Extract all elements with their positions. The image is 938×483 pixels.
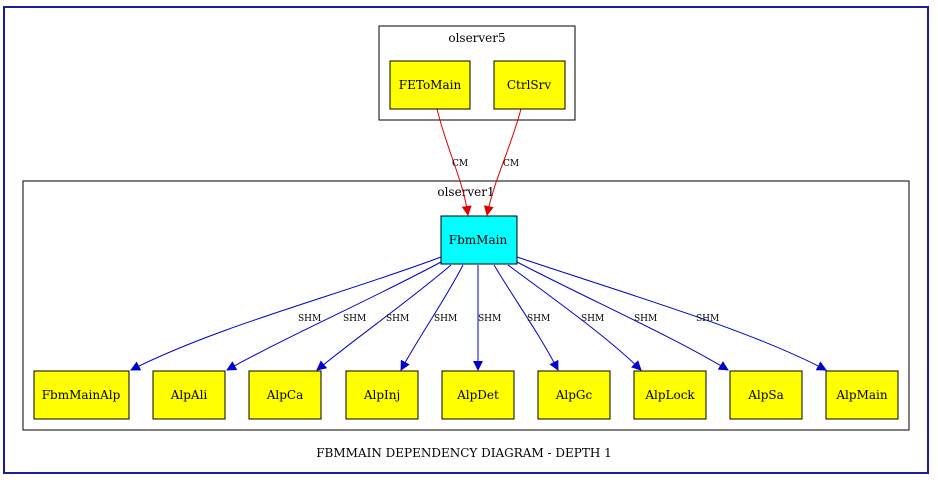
node-fbmmain-label: FbmMain [449,233,508,247]
node-ctrlsrv[interactable]: CtrlSrv [493,60,566,110]
node-ctrlsrv-box [493,60,566,110]
edge-label-fbmmain-alpmain: SHM [696,314,719,324]
node-alpali-label: AlpAli [170,388,208,402]
edge-label-ctrlsrv-fbmmain: CM [503,159,519,169]
edges: CM CM SHM SHM SHM SHM SHM SHM SHM SHM SH… [130,108,827,371]
node-alpgc-label: AlpGc [555,388,593,402]
node-alpali[interactable]: AlpAli [152,370,226,420]
cluster-olserver5-box [378,25,576,121]
edge-label-fbmmain-alpinj: SHM [434,314,457,324]
edge-ctrlsrv-fbmmain [483,108,522,216]
edge-label-fbmmain-alplock: SHM [581,314,604,324]
node-alpdet-box [441,370,515,420]
edge-label-fbmmain-fbmmainalp: SHM [298,314,321,324]
edge-label-fbmmain-alpdet: SHM [478,314,501,324]
node-alpgc-box [537,370,611,420]
edge-label-fbmmain-alpgc: SHM [527,314,550,324]
edge-fbmmain-alpinj [400,264,464,371]
node-fetomain-label: FEToMain [399,78,462,92]
node-fbmmain[interactable]: FbmMain [440,215,518,265]
edge-fbmmain-alpmain [516,256,827,371]
node-alpinj-box [345,370,419,420]
node-alpmain-label: AlpMain [835,388,887,402]
node-alpmain[interactable]: AlpMain [825,370,899,420]
cluster-olserver1-box [22,180,910,431]
node-alpinj[interactable]: AlpInj [345,370,419,420]
edge-fbmmain-alpgc [493,264,559,371]
edge-label-fbmmain-alpca: SHM [386,314,409,324]
edge-fbmmain-alpsa [516,261,729,371]
node-alpinj-label: AlpInj [363,388,400,402]
node-fbmmainalp-box [33,370,130,420]
node-fbmmain-box [440,215,518,265]
diagram-caption: FBMMAIN DEPENDENCY DIAGRAM - DEPTH 1 [316,446,612,460]
nodes: FEToMain CtrlSrv FbmMain FbmMainAlp AlpA… [33,60,899,420]
node-alpdet-label: AlpDet [456,388,499,402]
cluster-olserver1-label: olserver1 [437,185,494,199]
node-alpsa-box [729,370,803,420]
node-alpgc[interactable]: AlpGc [537,370,611,420]
cluster-olserver5-label: olserver5 [448,31,505,45]
node-alpsa-label: AlpSa [747,388,784,402]
node-alpdet[interactable]: AlpDet [441,370,515,420]
node-fbmmainalp[interactable]: FbmMainAlp [33,370,130,420]
edge-fetomain-fbmmain [436,108,472,216]
node-alpca[interactable]: AlpCa [248,370,322,420]
node-alplock-label: AlpLock [644,388,695,402]
node-alpca-label: AlpCa [266,388,304,402]
edge-fbmmain-alplock [507,264,642,371]
node-alpsa[interactable]: AlpSa [729,370,803,420]
edge-label-fetomain-fbmmain: CM [452,159,468,169]
node-fetomain[interactable]: FEToMain [389,60,471,110]
node-alpca-box [248,370,322,420]
node-alplock[interactable]: AlpLock [633,370,707,420]
node-fbmmainalp-label: FbmMainAlp [42,388,121,402]
node-alpali-box [152,370,226,420]
cluster-olserver1: olserver1 [22,180,910,431]
node-ctrlsrv-label: CtrlSrv [507,78,552,92]
cluster-olserver5: olserver5 [378,25,576,121]
edge-fbmmain-alpca [316,264,452,371]
edge-fbmmain-fbmmainalp [130,256,442,371]
edge-label-fbmmain-alpsa: SHM [634,314,657,324]
node-fetomain-box [389,60,471,110]
edge-label-fbmmain-alpali: SHM [343,314,366,324]
node-alplock-box [633,370,707,420]
edge-fbmmain-alpali [226,261,442,371]
node-alpmain-box [825,370,899,420]
